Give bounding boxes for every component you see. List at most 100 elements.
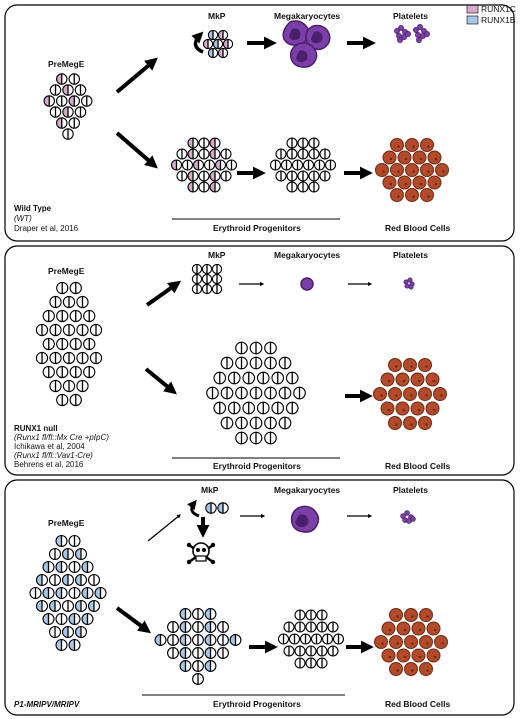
progenitor-cell (198, 181, 210, 193)
progenitor-cell (62, 295, 76, 309)
red-blood-cell (426, 621, 441, 636)
progenitor-cell (217, 621, 229, 633)
red-blood-cell (418, 358, 432, 372)
progenitor-cell (242, 371, 256, 385)
progenitor-cell (192, 647, 204, 659)
progenitor-cell (55, 534, 68, 548)
platelet (417, 24, 423, 30)
red-blood-cell (418, 387, 432, 401)
progenitor-cell (332, 633, 345, 645)
legend-swatch-runx1b (466, 15, 479, 25)
megakaryocytes-label: Megakaryocytes (274, 250, 340, 260)
progenitor-cell (302, 159, 315, 171)
progenitor-cell (74, 106, 87, 118)
progenitor-cell (212, 38, 224, 50)
progenitor-cell (167, 621, 179, 633)
progenitor-cell (69, 281, 82, 295)
progenitor-cell (68, 612, 81, 626)
progenitor-cell (87, 573, 101, 587)
progenitor-cell (49, 379, 62, 393)
self-renewal-arrow (191, 31, 204, 54)
progenitor-cell (308, 170, 320, 182)
red-blood-cell (382, 150, 397, 165)
progenitor-cell (220, 170, 232, 182)
erythroid-progenitors-label: Erythroid Progenitors (213, 223, 301, 233)
platelet (424, 31, 430, 37)
red-blood-cell (403, 358, 417, 372)
progenitor-cell (209, 148, 221, 160)
red-blood-cell (405, 188, 419, 202)
progenitor-cell (83, 337, 96, 351)
progenitor-cell (321, 633, 334, 645)
progenitor-cell (76, 379, 89, 393)
progenitor-cell (89, 351, 103, 365)
progenitor-cell (49, 323, 62, 337)
progenitor-cell (29, 586, 42, 600)
progenitor-cell (299, 633, 312, 645)
red-blood-cell (395, 401, 410, 416)
megakaryocytes-label: Megakaryocytes (274, 485, 340, 495)
red-blood-cell (397, 175, 412, 190)
progenitor-cell (294, 657, 306, 669)
progenitor-cell (209, 137, 221, 149)
red-blood-cell (427, 150, 442, 165)
progenitor-cell (297, 170, 309, 182)
progenitor-cell (94, 586, 107, 600)
red-blood-cell (390, 138, 404, 152)
red-blood-cell (373, 387, 387, 401)
rbc-cluster (374, 608, 448, 676)
progenitor-cell (229, 634, 242, 646)
red-blood-cell (420, 188, 434, 202)
red-blood-cell (389, 635, 403, 649)
progenitor-cell (269, 159, 282, 171)
progenitor-cell (204, 634, 217, 646)
red-blood-cell (425, 372, 440, 387)
red-blood-cell (410, 401, 425, 416)
progenitor-cell (179, 634, 192, 646)
megakaryocyte-nucleus (295, 514, 309, 528)
red-blood-cell (404, 608, 418, 622)
progenitor-cell (69, 337, 82, 351)
red-blood-cell (390, 188, 404, 202)
progenitor-cell (167, 647, 179, 659)
progenitor-cell (211, 283, 223, 295)
progenitor-cell (35, 351, 49, 365)
progenitor-cell (305, 657, 317, 669)
erythroid-cluster (206, 341, 306, 445)
red-blood-cell (374, 635, 388, 649)
progenitor-cell (283, 621, 295, 633)
progenitor-cell (242, 401, 256, 415)
progenitor-cell (48, 547, 62, 561)
rbc-cluster (373, 358, 447, 430)
progenitor-cell (42, 309, 55, 323)
progenitor-cell (56, 365, 69, 379)
rbc-cluster (375, 138, 449, 202)
progenitor-cell (192, 673, 204, 685)
progenitor-cell (192, 660, 204, 672)
progenitor-cell (179, 621, 192, 633)
red-blood-cell (425, 401, 440, 416)
red-blood-cell (418, 416, 432, 430)
legend-label-runx1b: RUNX1B (481, 15, 516, 25)
progenitor-cell (154, 634, 167, 646)
red-blood-cell (375, 163, 389, 177)
self-renewal-arrow (187, 499, 200, 518)
red-blood-cell (396, 621, 411, 636)
progenitor-cell (74, 573, 88, 587)
progenitor-cell (271, 401, 285, 415)
progenitor-cell (89, 323, 103, 337)
platelet (405, 31, 411, 37)
progenitor-cell (235, 356, 248, 370)
progenitor-cell (249, 356, 263, 370)
progenitor-cell (56, 281, 69, 295)
progenitor-cell (179, 647, 192, 659)
progenitor-cell (68, 586, 81, 600)
progenitor-cell (176, 148, 188, 160)
progenitor-cell (61, 547, 75, 561)
erythroid-progenitors-label: Erythroid Progenitors (213, 461, 301, 471)
progenitor-cell (310, 633, 323, 645)
panel-caption: P1-MRIPV/MRIPV (14, 700, 80, 709)
progenitor-cell (55, 95, 68, 107)
progenitor-cell (35, 573, 49, 587)
progenitor-cell (305, 645, 317, 657)
